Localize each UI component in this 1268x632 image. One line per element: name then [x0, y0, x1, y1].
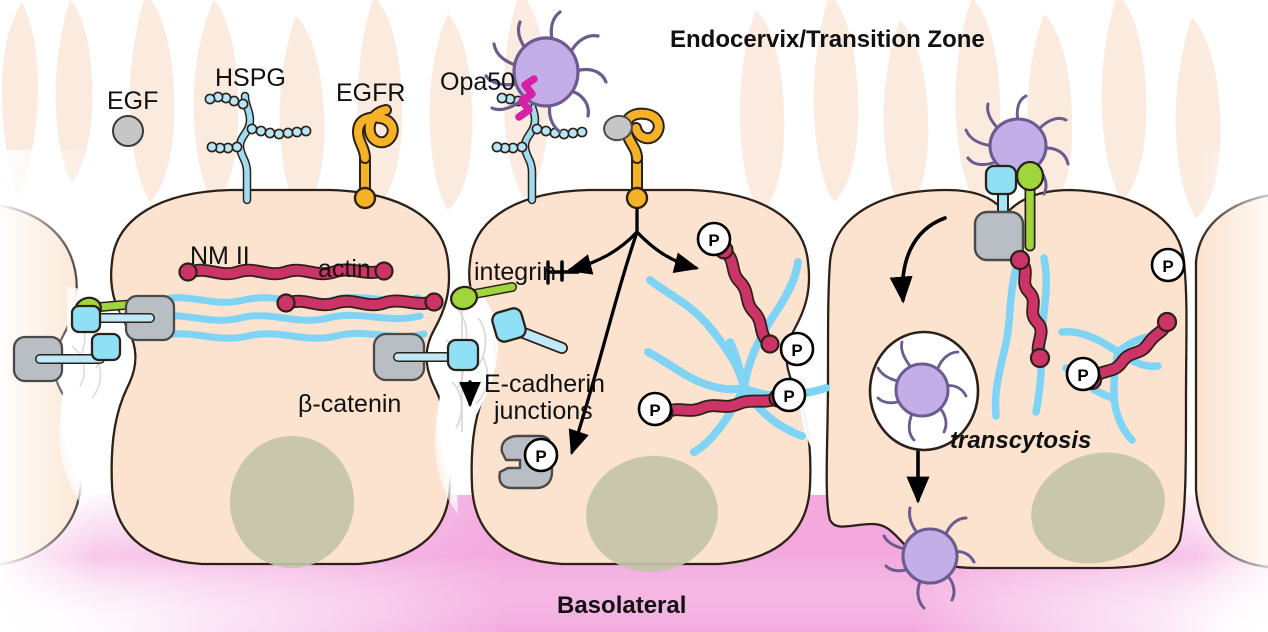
- label-ecadherin-line2: junctions: [493, 397, 593, 425]
- egfr-molecule-cell-two: [603, 107, 665, 210]
- label-hspg: HSPG: [215, 64, 286, 92]
- phospho-marker: P: [523, 437, 559, 473]
- nmii-cell-three-vertical: [1009, 249, 1051, 369]
- label-opa50: Opa50: [440, 68, 515, 96]
- hspg2-glycan-lower: [491, 141, 528, 154]
- phospho-label: P: [708, 231, 719, 250]
- phospho-marker: P: [779, 331, 815, 367]
- cell-right-partial: [1194, 150, 1268, 610]
- integrin-inhibition-bar: [546, 260, 580, 285]
- cell-two: [468, 188, 812, 573]
- cadherin-head-b: [90, 332, 122, 362]
- label-transcytosis: transcytosis: [950, 427, 1091, 454]
- internalisation-arrow: [889, 216, 947, 304]
- free-cadherin-fragment: [491, 307, 568, 354]
- phospho-label: P: [1077, 366, 1088, 385]
- opa50-adhesin: [515, 75, 538, 121]
- transcytosis-vesicle: [868, 330, 980, 452]
- label-basolateral: Basolateral: [557, 592, 686, 619]
- nmii-filament-cell-one-lower: [276, 292, 444, 313]
- bacterium-apical-cell-three: [964, 94, 1070, 196]
- receptor-complex-cell-three: [973, 160, 1045, 262]
- hspg-molecule: [204, 91, 312, 205]
- phospho-label: P: [783, 387, 794, 406]
- hspg-glycan-lower: [206, 141, 243, 154]
- exiting-bacterium: [882, 506, 976, 610]
- adherens-complex-left: [12, 294, 176, 383]
- cadherin-head-cell-three: [984, 164, 1018, 196]
- hspg-glycan-upper: [204, 91, 249, 110]
- cadherin-head-mid: [446, 338, 480, 372]
- phospho-label: P: [649, 401, 660, 420]
- junction-right: [799, 268, 826, 452]
- egf-molecule: [112, 115, 144, 147]
- phospho-marker: P: [771, 377, 807, 413]
- phospho-markers: P P P P P P P: [523, 221, 1186, 473]
- phospho-marker: P: [696, 221, 732, 257]
- label-egf: EGF: [107, 87, 158, 115]
- hspg-glycan-mid: [246, 123, 312, 140]
- label-integrin: integrin: [474, 258, 556, 286]
- phospho-label: P: [791, 341, 802, 360]
- nucleus-cell-three: [1031, 452, 1165, 564]
- nmii-filament-cell-one-upper: [178, 261, 394, 282]
- label-nm2: NM II: [190, 242, 250, 270]
- actin-network-cell-two: [644, 258, 830, 456]
- hspg2-glycan-mid: [531, 123, 588, 140]
- hspg-molecule-cell-two: [491, 91, 588, 205]
- catenin-plaque-cell-three: [973, 210, 1025, 262]
- label-ecadherin-line1: E-cadherin: [484, 370, 605, 398]
- phospho-marker: P: [637, 391, 673, 427]
- label-egfr: EGFR: [336, 79, 405, 107]
- nucleus-cell-two: [586, 455, 718, 573]
- phospho-marker: P: [1065, 356, 1101, 392]
- adherens-complex-mid: [372, 282, 568, 382]
- egfr-molecule: [352, 104, 399, 210]
- phospho-marker: P: [1150, 247, 1186, 283]
- cadherin-head-a: [70, 304, 102, 334]
- phospho-label: P: [1162, 257, 1173, 276]
- phospho-label: P: [535, 447, 546, 466]
- figure-title: Endocervix/Transition Zone: [670, 26, 985, 53]
- label-actin: actin: [318, 255, 371, 283]
- nucleus-cell-one: [230, 436, 354, 568]
- egf-bound-ligand: [603, 114, 633, 142]
- label-beta-catenin: β-catenin: [298, 390, 401, 418]
